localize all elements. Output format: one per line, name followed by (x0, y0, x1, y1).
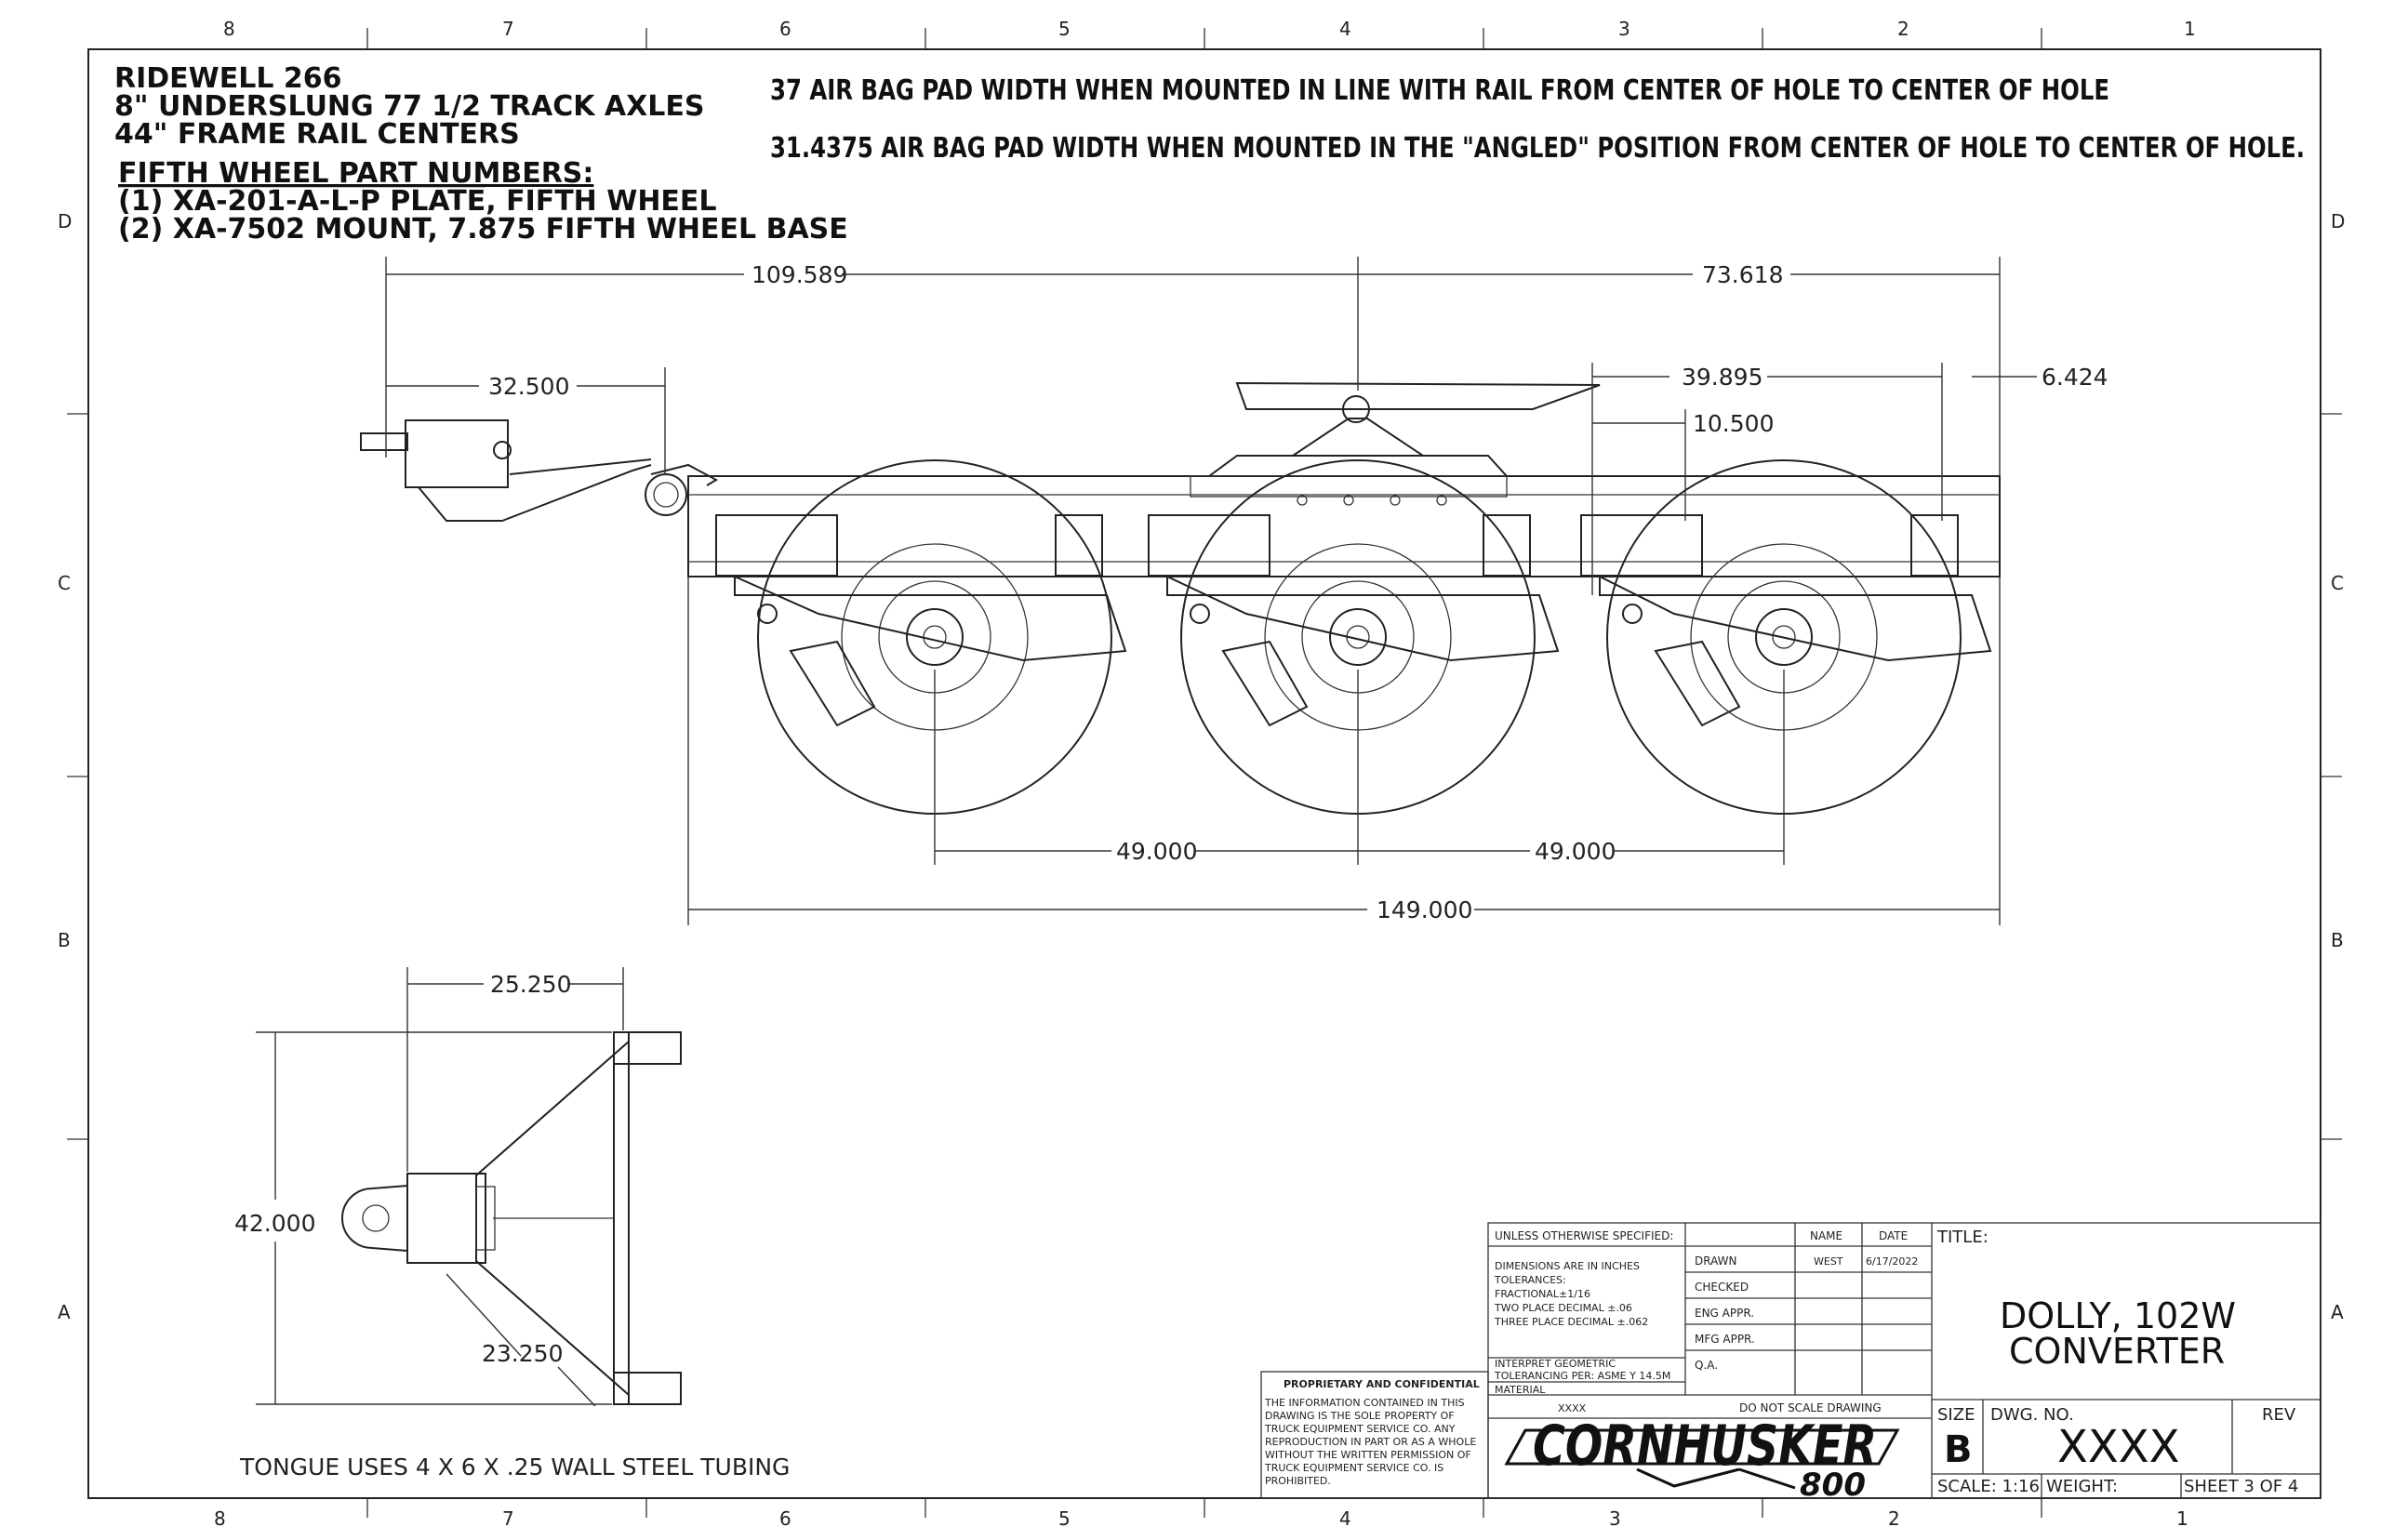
zone-top-4: 4 (1339, 18, 1351, 40)
dim-49-right: 49.000 (1535, 838, 1616, 865)
tb-tol-1: DIMENSIONS ARE IN INCHES (1495, 1260, 1640, 1272)
zone-top-6: 6 (779, 18, 791, 40)
spec-line-3: 44" FRAME RAIL CENTERS (114, 118, 520, 151)
tb-prop-1: THE INFORMATION CONTAINED IN THIS (1264, 1397, 1465, 1409)
tb-weight: WEIGHT: (2046, 1477, 2118, 1496)
logo-sub: 800 (1800, 1467, 1866, 1504)
zone-left-d: D (58, 210, 72, 232)
tb-tol-2: TOLERANCES: (1494, 1274, 1566, 1286)
dim-6: 6.424 (2042, 364, 2108, 391)
tb-proprietary-heading: PROPRIETARY AND CONFIDENTIAL (1284, 1378, 1480, 1390)
tb-prop-5: WITHOUT THE WRITTEN PERMISSION OF (1265, 1449, 1471, 1461)
zone-bottom-5: 5 (1058, 1507, 1071, 1530)
tb-name-col: NAME (1810, 1229, 1842, 1242)
tb-drawn-name: WEST (1814, 1255, 1843, 1268)
tb-prop-4: REPRODUCTION IN PART OR AS A WHOLE (1265, 1436, 1476, 1448)
dim-10: 10.500 (1693, 410, 1774, 437)
zone-bottom-2: 2 (1888, 1507, 1900, 1530)
zone-top-7: 7 (502, 18, 514, 40)
spec-notes: RIDEWELL 266 8" UNDERSLUNG 77 1/2 TRACK … (114, 62, 848, 246)
zone-top-1: 1 (2184, 18, 2196, 40)
zone-right-d: D (2331, 210, 2345, 232)
spec-line-2: 8" UNDERSLUNG 77 1/2 TRACK AXLES (114, 90, 705, 123)
zone-right-b: B (2331, 929, 2344, 951)
zone-bottom-7: 7 (502, 1507, 514, 1530)
zone-left-b: B (58, 929, 71, 951)
tb-drawn-date: 6/17/2022 (1866, 1255, 1918, 1268)
zone-markers: 8 7 6 5 4 3 2 1 8 7 6 5 4 3 2 1 D C B A … (58, 18, 2345, 1530)
tb-size-label: SIZE (1937, 1405, 1975, 1425)
tb-prop-2: DRAWING IS THE SOLE PROPERTY OF (1265, 1410, 1455, 1422)
fifth-wheel (1190, 381, 1601, 506)
zone-top-8: 8 (223, 18, 235, 40)
side-dimensions: 109.589 73.618 32.500 39.895 6.424 10.50… (385, 257, 2108, 925)
dim-39: 39.895 (1682, 364, 1762, 391)
air-bag-note-1: 37 AIR BAG PAD WIDTH WHEN MOUNTED IN LIN… (770, 74, 2109, 107)
zone-bottom-8: 8 (214, 1507, 226, 1530)
tb-prop-3: TRUCK EQUIPMENT SERVICE CO. ANY (1264, 1423, 1456, 1435)
tb-tol-5: THREE PLACE DECIMAL ±.062 (1494, 1316, 1648, 1328)
air-bag-note-2: 31.4375 AIR BAG PAD WIDTH WHEN MOUNTED I… (770, 132, 2305, 165)
zone-right-c: C (2331, 572, 2344, 594)
title-block: UNLESS OTHERWISE SPECIFIED: NAME DATE DI… (1260, 1222, 2321, 1504)
zone-top-2: 2 (1897, 18, 1909, 40)
tb-mfg-appr: MFG APPR. (1695, 1333, 1755, 1346)
zone-right-a: A (2331, 1301, 2344, 1323)
tb-size-value: B (1944, 1428, 1973, 1471)
tb-geo-1: INTERPRET GEOMETRIC (1495, 1358, 1616, 1370)
tb-unless: UNLESS OTHERWISE SPECIFIED: (1495, 1229, 1673, 1242)
tongue-eye (360, 419, 719, 522)
tb-dwg-no-label: DWG. NO. (1990, 1405, 2074, 1425)
dim-73: 73.618 (1702, 261, 1783, 288)
fifth-wheel-heading: FIFTH WHEEL PART NUMBERS: (118, 157, 593, 190)
fifth-wheel-part-1: (1) XA-201-A-L-P PLATE, FIFTH WHEEL (118, 185, 717, 218)
dim-42: 42.000 (234, 1210, 315, 1237)
dim-149: 149.000 (1377, 896, 1472, 923)
tb-date-col: DATE (1879, 1229, 1908, 1242)
suspension (715, 514, 1992, 727)
tb-geo-2: TOLERANCING PER: ASME Y 14.5M (1494, 1370, 1670, 1382)
zone-bottom-3: 3 (1609, 1507, 1621, 1530)
dim-109: 109.589 (752, 261, 847, 288)
zone-top-3: 3 (1618, 18, 1630, 40)
tb-scale: SCALE: 1:16 (1937, 1477, 2040, 1496)
zone-bottom-6: 6 (779, 1507, 791, 1530)
tb-rev-label: REV (2262, 1405, 2296, 1425)
tb-title-label: TITLE: (1936, 1228, 1989, 1247)
dim-25: 25.250 (490, 971, 571, 998)
zone-left-a: A (58, 1301, 71, 1323)
tb-tol-4: TWO PLACE DECIMAL ±.06 (1494, 1302, 1632, 1314)
tb-material-label: MATERIAL (1495, 1384, 1546, 1396)
tb-qa: Q.A. (1695, 1359, 1718, 1372)
tb-tol-3: FRACTIONAL±1/16 (1495, 1288, 1590, 1300)
zone-top-5: 5 (1058, 18, 1071, 40)
tb-checked: CHECKED (1695, 1281, 1749, 1294)
tongue-top-view: 25.250 42.000 23.250 TONGUE USES 4 X 6 X… (234, 967, 790, 1480)
zone-bottom-1: 1 (2176, 1507, 2188, 1530)
tb-eng-appr: ENG APPR. (1695, 1307, 1754, 1320)
tb-sheet: SHEET 3 OF 4 (2184, 1477, 2298, 1496)
side-view: 109.589 73.618 32.500 39.895 6.424 10.50… (360, 257, 2108, 925)
logo-text: CORNHUSKER (1533, 1414, 1877, 1479)
tb-title-line-1: DOLLY, 102W (2000, 1295, 2236, 1336)
zone-bottom-4: 4 (1339, 1507, 1351, 1530)
spec-line-1: RIDEWELL 266 (114, 62, 342, 95)
dim-32: 32.500 (488, 373, 569, 400)
dim-49-left: 49.000 (1116, 838, 1197, 865)
sheet-border (87, 48, 2321, 1499)
tb-prop-6: TRUCK EQUIPMENT SERVICE CO. IS (1264, 1462, 1443, 1474)
tongue-note: TONGUE USES 4 X 6 X .25 WALL STEEL TUBIN… (239, 1454, 790, 1480)
tb-drawn: DRAWN (1695, 1255, 1737, 1268)
dim-23: 23.250 (482, 1340, 563, 1367)
fifth-wheel-part-2: (2) XA-7502 MOUNT, 7.875 FIFTH WHEEL BAS… (118, 213, 848, 246)
tb-prop-7: PROHIBITED. (1265, 1475, 1331, 1487)
zone-left-c: C (58, 572, 71, 594)
cornhusker-logo: CORNHUSKER 800 (1504, 1414, 1900, 1504)
tb-do-not-scale: DO NOT SCALE DRAWING (1739, 1401, 1882, 1414)
tb-material-value: XXXX (1558, 1402, 1587, 1414)
tb-dwg-no-value: XXXX (2057, 1421, 2180, 1473)
tb-title-line-2: CONVERTER (2009, 1331, 2225, 1372)
